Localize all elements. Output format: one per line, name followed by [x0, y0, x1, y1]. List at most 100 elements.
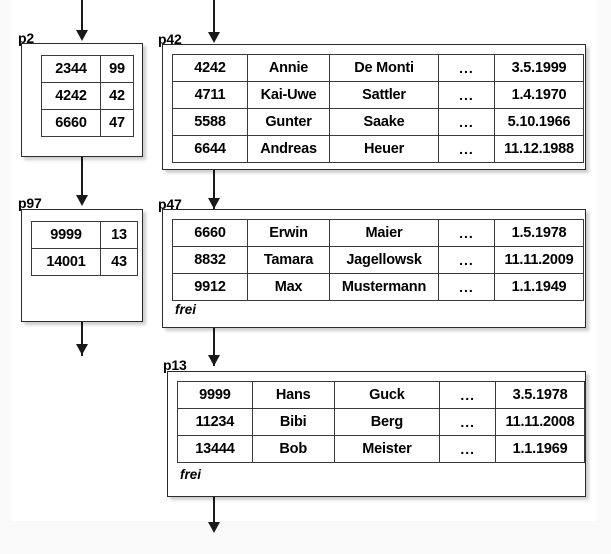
cell-id: 4711 [172, 81, 248, 109]
arrow-p42-to-p47-head [208, 198, 220, 209]
arrow-p97-out-head [76, 344, 88, 355]
cell-ellipsis: ... [438, 246, 495, 274]
cell-firstname: Annie [247, 54, 330, 82]
cell-date: 3.5.1999 [494, 54, 584, 82]
table-row[interactable]: 14001 43 [31, 248, 138, 276]
page-label-p13: p13 [163, 357, 187, 373]
free-space-label-p47: frei [175, 302, 197, 317]
cell-id: 11234 [177, 408, 253, 436]
cell-lastname: Sattler [329, 81, 439, 109]
cell-ellipsis: ... [438, 108, 495, 136]
cell-date: 1.4.1970 [494, 81, 584, 109]
arrow-p2-to-p97-head [76, 195, 88, 206]
cell-firstname: Bibi [251, 408, 335, 436]
record-table-p2: 2344 99 4242 42 6660 47 [41, 55, 134, 137]
record-table-p42: 4242 Annie De Monti ... 3.5.1999 4711 Ka… [172, 54, 584, 163]
cell-pointer: 42 [100, 82, 134, 110]
cell-ellipsis: ... [438, 219, 495, 247]
cell-id: 8832 [172, 246, 248, 274]
arrow-into-p42-shaft [213, 0, 215, 33]
cell-id: 9912 [172, 273, 248, 301]
cell-firstname: Kai-Uwe [247, 81, 330, 109]
table-row[interactable]: 9999 Hans Guck ... 3.5.1978 [177, 381, 585, 409]
table-row[interactable]: 9999 13 [31, 221, 138, 249]
cell-id: 4242 [172, 54, 248, 82]
page-box-p13[interactable]: 9999 Hans Guck ... 3.5.1978 11234 Bibi B… [167, 371, 586, 497]
table-row[interactable]: 6644 Andreas Heuer ... 11.12.1988 [172, 135, 584, 163]
background-strip-left [0, 0, 11, 554]
table-row[interactable]: 6660 Erwin Maier ... 1.5.1978 [172, 219, 584, 247]
cell-lastname: Mustermann [329, 273, 439, 301]
page-box-p47[interactable]: 6660 Erwin Maier ... 1.5.1978 8832 Tamar… [162, 209, 586, 328]
free-space-label-p13: frei [180, 467, 202, 482]
arrow-p2-to-p97-shaft [81, 157, 83, 197]
cell-lastname: Maier [329, 219, 439, 247]
table-row[interactable]: 4711 Kai-Uwe Sattler ... 1.4.1970 [172, 81, 584, 109]
arrow-into-p2-shaft [81, 0, 83, 31]
table-row[interactable]: 2344 99 [41, 55, 134, 83]
cell-firstname: Gunter [247, 108, 330, 136]
page-label-p42: p42 [158, 31, 182, 47]
page-box-p97[interactable]: 9999 13 14001 43 [21, 209, 143, 322]
record-table-p13: 9999 Hans Guck ... 3.5.1978 11234 Bibi B… [177, 381, 585, 463]
cell-lastname: Heuer [329, 135, 439, 163]
cell-id: 6644 [172, 135, 248, 163]
page-label-p47: p47 [158, 196, 182, 212]
cell-firstname: Bob [251, 435, 335, 463]
cell-lastname: Berg [333, 408, 441, 436]
background-strip-bottom [0, 521, 611, 554]
arrow-p47-to-p13-shaft [213, 328, 215, 366]
page-label-p97: p97 [18, 195, 42, 211]
arrow-into-p2-head [76, 30, 88, 41]
cell-pointer: 13 [100, 221, 138, 249]
page-label-p2: p2 [18, 30, 34, 46]
record-table-p97: 9999 13 14001 43 [31, 221, 138, 276]
cell-ellipsis: ... [439, 381, 497, 409]
arrow-into-p42-head [208, 32, 220, 43]
cell-ellipsis: ... [439, 408, 497, 436]
table-row[interactable]: 4242 42 [41, 82, 134, 110]
cell-firstname: Andreas [247, 135, 330, 163]
table-row[interactable]: 11234 Bibi Berg ... 11.11.2008 [177, 408, 585, 436]
cell-ellipsis: ... [438, 273, 495, 301]
cell-lastname: Guck [333, 381, 441, 409]
page-box-p42[interactable]: 4242 Annie De Monti ... 3.5.1999 4711 Ka… [162, 44, 586, 170]
cell-key: 4242 [41, 82, 101, 110]
cell-id: 6660 [172, 219, 248, 247]
cell-ellipsis: ... [438, 135, 495, 163]
cell-lastname: Jagellowsk [329, 246, 439, 274]
arrow-p97-out-shaft [81, 322, 83, 356]
cell-date: 3.5.1978 [495, 381, 585, 409]
cell-date: 1.5.1978 [494, 219, 584, 247]
cell-pointer: 47 [100, 109, 134, 137]
table-row[interactable]: 13444 Bob Meister ... 1.1.1969 [177, 435, 585, 463]
cell-lastname: De Monti [329, 54, 439, 82]
cell-id: 13444 [177, 435, 253, 463]
background-strip-right [597, 0, 611, 554]
table-row[interactable]: 8832 Tamara Jagellowsk ... 11.11.2009 [172, 246, 584, 274]
table-row[interactable]: 4242 Annie De Monti ... 3.5.1999 [172, 54, 584, 82]
cell-key: 6660 [41, 109, 101, 137]
cell-date: 5.10.1966 [494, 108, 584, 136]
cell-firstname: Erwin [247, 219, 330, 247]
cell-pointer: 99 [100, 55, 134, 83]
arrow-p42-to-p47-shaft [213, 170, 215, 210]
arrow-p47-to-p13-head [208, 355, 220, 366]
cell-pointer: 43 [100, 248, 138, 276]
page-box-p2[interactable]: 2344 99 4242 42 6660 47 [21, 43, 143, 157]
table-row[interactable]: 9912 Max Mustermann ... 1.1.1949 [172, 273, 584, 301]
table-row[interactable]: 5588 Gunter Saake ... 5.10.1966 [172, 108, 584, 136]
cell-firstname: Hans [251, 381, 335, 409]
cell-date: 11.11.2008 [495, 408, 585, 436]
cell-ellipsis: ... [439, 435, 497, 463]
cell-lastname: Saake [329, 108, 439, 136]
cell-date: 1.1.1949 [494, 273, 584, 301]
cell-date: 1.1.1969 [495, 435, 585, 463]
cell-key: 9999 [31, 221, 101, 249]
cell-ellipsis: ... [438, 81, 495, 109]
cell-id: 5588 [172, 108, 248, 136]
table-row[interactable]: 6660 47 [41, 109, 134, 137]
cell-lastname: Meister [333, 435, 441, 463]
arrow-p13-out-head [208, 522, 220, 533]
